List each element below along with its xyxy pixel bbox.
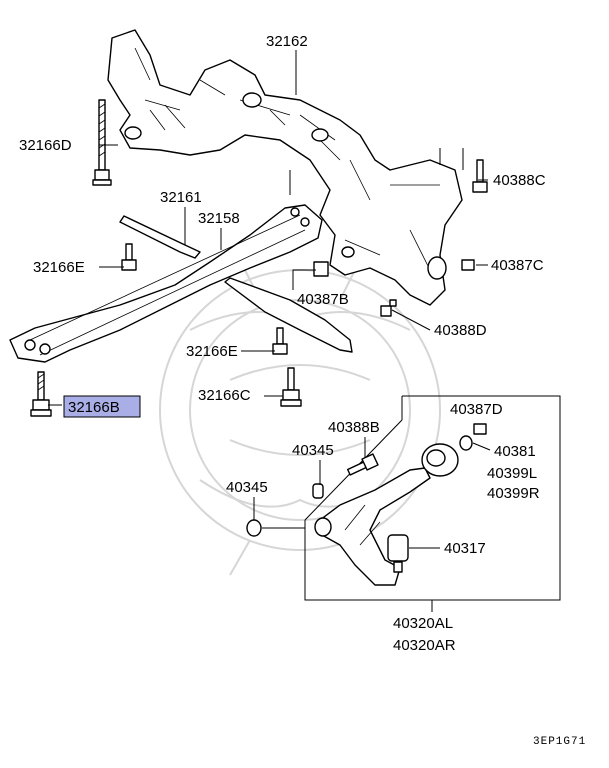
- front-crossmember-bar: [9, 204, 323, 363]
- label-40387B: 40387B: [297, 291, 349, 308]
- bolt-32166C: [280, 367, 302, 407]
- lower-control-arm: [314, 467, 431, 586]
- highlight-32166B: [63, 395, 141, 418]
- label-40381: 40381: [494, 443, 536, 460]
- label-40388C: 40388C: [493, 172, 546, 189]
- nut-40387B: [313, 261, 329, 277]
- label-40317: 40317: [444, 540, 486, 557]
- washer-40345-b: [246, 519, 262, 537]
- leader-lines: [48, 50, 491, 612]
- bushing-40399: [421, 443, 459, 477]
- bolt-32166D: [92, 99, 112, 186]
- label-40387D: 40387D: [450, 401, 503, 418]
- label-40320AR: 40320AR: [393, 637, 456, 654]
- bolt-40388B: [346, 453, 379, 476]
- bolt-32166B: [30, 371, 52, 417]
- label-32166C: 32166C: [198, 387, 251, 404]
- bolt-32166E-mid: [272, 327, 288, 355]
- bushing-40317: [387, 534, 409, 573]
- label-40388B: 40388B: [328, 419, 380, 436]
- bolt-32166E-top: [121, 243, 137, 271]
- label-32166E-mid: 32166E: [186, 343, 238, 360]
- label-32166E-top: 32166E: [33, 259, 85, 276]
- label-40387C: 40387C: [491, 257, 544, 274]
- label-40399R: 40399R: [487, 485, 540, 502]
- label-40345-b: 40345: [226, 479, 268, 496]
- label-32158: 32158: [198, 210, 240, 227]
- nut-40387D: [473, 423, 487, 435]
- bolt-40388C: [472, 159, 488, 193]
- bolt-40388D: [380, 299, 397, 317]
- washer-40381: [459, 435, 473, 451]
- label-32166B[interactable]: 32166B: [68, 399, 120, 416]
- nut-40387C: [461, 259, 475, 271]
- label-40399L: 40399L: [487, 465, 537, 482]
- label-32166D: 32166D: [19, 137, 72, 154]
- label-32162: 32162: [266, 33, 308, 50]
- label-40320AL: 40320AL: [393, 615, 453, 632]
- washer-40345-a: [312, 483, 324, 499]
- label-32161: 32161: [160, 189, 202, 206]
- diagram-code: 3EP1G71: [533, 736, 586, 748]
- label-40388D: 40388D: [434, 322, 487, 339]
- part-labels: 32162 32166D 32161 32158 32166E 32166E 3…: [19, 33, 586, 748]
- label-40345-a: 40345: [292, 442, 334, 459]
- crossmember-assembly: [107, 29, 463, 306]
- brace-strip: [119, 215, 353, 353]
